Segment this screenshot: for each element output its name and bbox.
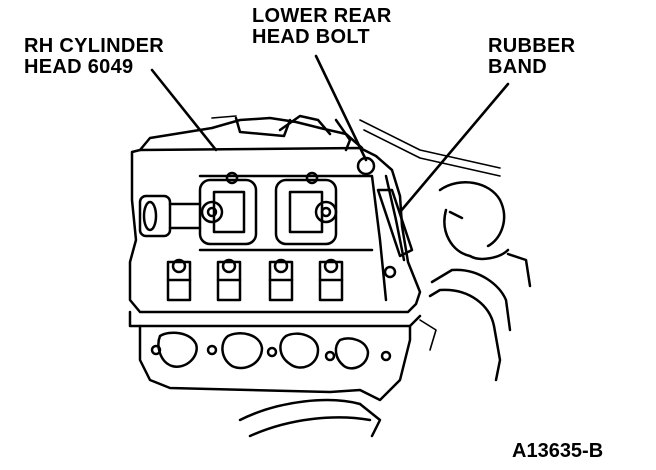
spring-row	[166, 258, 344, 302]
background-lines	[211, 115, 501, 351]
callout-rh-cylinder-head: RH CYLINDER HEAD 6049	[24, 36, 164, 78]
head-outline	[128, 114, 422, 314]
leader-rubber-band	[398, 82, 510, 214]
callout-rubber-band: RUBBER BAND	[488, 36, 575, 78]
bottom-hose	[238, 398, 382, 438]
callout-rh-cylinder-head-line2: HEAD 6049	[24, 56, 134, 78]
callout-rubber-band-line2: BAND	[488, 56, 547, 78]
callout-lower-rear-head-bolt-line1: LOWER REAR	[252, 5, 392, 27]
camshaft-end	[138, 194, 202, 238]
leader-lines	[150, 54, 510, 214]
figure-id: A13635-B	[512, 440, 604, 462]
callout-lower-rear-head-bolt: LOWER REAR HEAD BOLT	[252, 6, 392, 48]
rear-head-bolt	[356, 156, 406, 302]
callout-lower-rear-head-bolt-line2: HEAD BOLT	[252, 26, 370, 48]
leader-rh-cylinder-head	[150, 68, 218, 152]
leader-lower-rear-head-bolt	[314, 54, 368, 162]
valve-train	[198, 171, 374, 252]
callout-rubber-band-line1: RUBBER	[488, 35, 576, 57]
callout-rh-cylinder-head-line1: RH CYLINDER	[24, 35, 164, 57]
lower-block	[128, 310, 422, 402]
rubber-band-tool	[376, 181, 532, 382]
